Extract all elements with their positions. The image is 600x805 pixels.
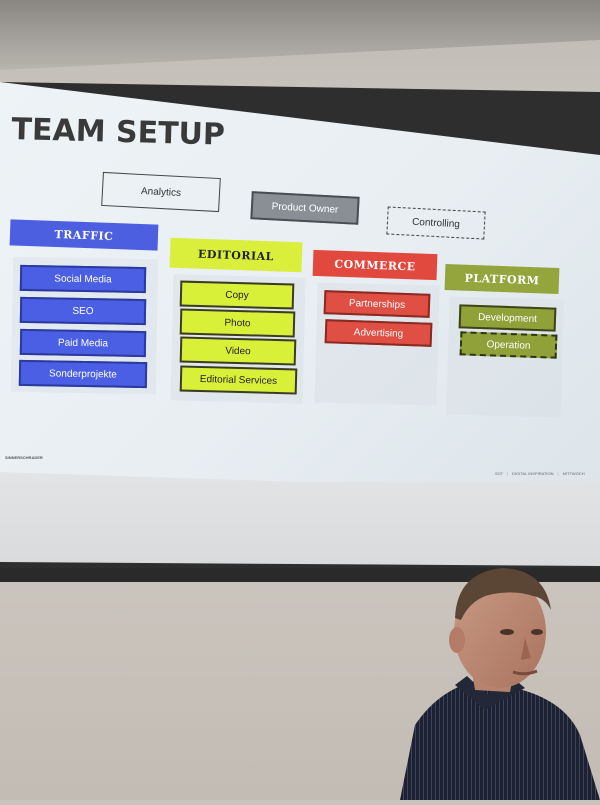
presenter-figure [400,568,600,800]
projection-screen-bottom-bar [0,568,600,582]
editorial-item: Video [179,336,297,366]
controlling-box: Controlling [386,206,486,240]
editorial-header: EDITORIAL [169,237,303,273]
footer-item: SCF [495,471,503,476]
editorial-item: Editorial Services [179,365,298,395]
product-owner-box: Product Owner [250,191,360,225]
product-owner-label: Product Owner [271,200,339,216]
commerce-item: Partnerships [323,290,431,318]
commerce-item-label: Partnerships [348,297,406,311]
editorial-item-label: Video [225,345,251,357]
platform-header-label: PLATFORM [464,271,540,287]
editorial-item-label: Photo [224,317,251,329]
commerce-item: Advertising [324,319,433,347]
traffic-item-label: Paid Media [57,337,109,349]
analytics-box: Analytics [101,171,221,213]
traffic-item-label: Sonderprojekte [48,367,117,381]
presenter [395,560,600,800]
commerce-header-label: COMMERCE [334,257,416,273]
editorial-item-label: Copy [225,289,249,301]
editorial-item-label: Editorial Services [199,373,278,387]
footer-item: DIGITAL INSPIRATION [512,471,554,476]
platform-header: PLATFORM [444,264,560,294]
controlling-label: Controlling [411,216,461,230]
commerce-header: COMMERCE [312,249,438,281]
traffic-item-label: Social Media [54,273,112,285]
platform-item-label: Operation [486,338,531,352]
traffic-item: Social Media [19,264,147,294]
traffic-item: Sonderprojekte [18,359,148,389]
editorial-item: Photo [179,308,296,338]
platform-item-label: Development [477,311,538,325]
traffic-item-label: SEO [72,305,94,317]
commerce-item-label: Advertising [353,326,404,340]
slide-footer-right: SCF|DIGITAL INSPIRATION|MITTWOCH [495,471,585,476]
slide-title: TEAM SETUP [11,112,226,153]
analytics-label: Analytics [140,185,182,199]
platform-item: Operation [459,331,558,359]
traffic-item: Paid Media [19,328,147,358]
projection-screen-lower [0,470,600,566]
platform-item: Development [458,304,557,332]
traffic-header-label: TRAFFIC [54,227,114,243]
traffic-header: TRAFFIC [9,219,159,251]
editorial-item: Copy [179,280,295,310]
footer-item: MITTWOCH [562,471,585,476]
slide-footer-logo: SINNERSCHRADER [5,455,43,460]
traffic-item: SEO [19,296,147,326]
editorial-header-label: EDITORIAL [197,247,275,263]
